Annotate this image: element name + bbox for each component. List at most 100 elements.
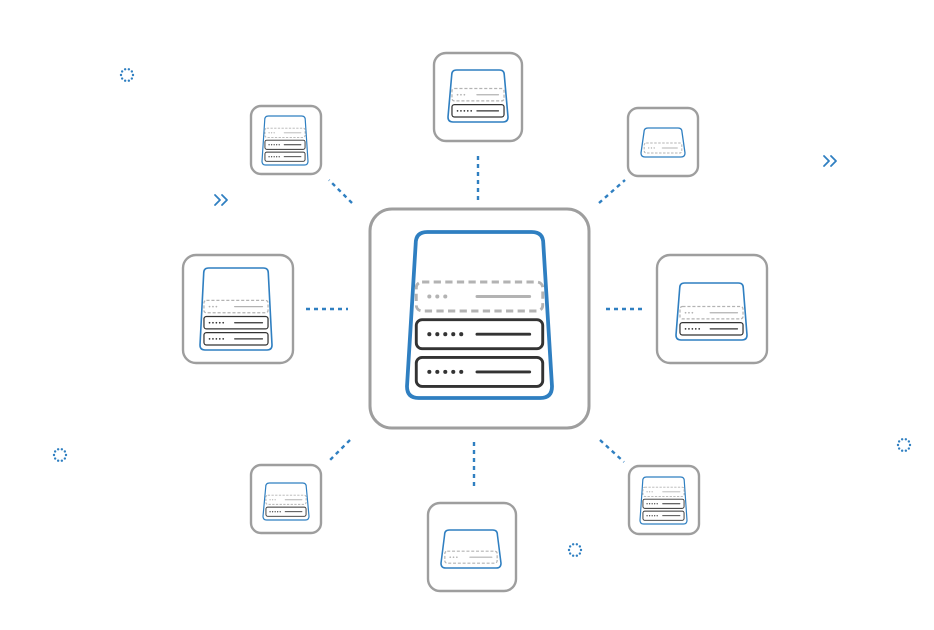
disk-led <box>651 503 653 505</box>
disk-led <box>684 327 687 330</box>
disk-led <box>459 332 464 337</box>
nodes <box>181 51 769 593</box>
central-server <box>368 207 591 430</box>
node-top <box>432 51 524 143</box>
disk-led <box>222 337 225 340</box>
disk-led <box>278 156 280 158</box>
disk-led <box>273 144 275 146</box>
disk-led <box>651 491 653 493</box>
spinner-dot <box>63 457 67 460</box>
spinner-dot <box>64 453 68 457</box>
spinner-icon <box>896 438 912 452</box>
disk-led <box>460 109 462 112</box>
disk-led <box>460 93 462 96</box>
disk-led <box>656 515 658 517</box>
connector-line <box>328 179 353 204</box>
spinner-dot <box>56 448 60 451</box>
spinner-dot <box>579 548 583 552</box>
disk-led <box>269 511 271 513</box>
disk-led <box>451 332 456 337</box>
disk-led <box>456 556 458 559</box>
disk-led <box>653 147 655 149</box>
disk-led <box>654 503 656 505</box>
node-top-left <box>249 104 323 176</box>
disk-led <box>684 311 687 314</box>
connector-line <box>327 439 351 463</box>
disk-led <box>646 515 648 517</box>
spinner-dot <box>131 73 135 77</box>
spinner-icon <box>567 543 583 557</box>
disk-led <box>212 337 214 340</box>
disk-led <box>271 499 274 501</box>
disk-led <box>268 132 270 134</box>
disk-led <box>277 511 279 513</box>
chevron <box>214 194 221 206</box>
disk-led <box>651 515 653 517</box>
disk-led <box>449 556 452 559</box>
spinner-dot <box>571 543 575 546</box>
spinner-dot <box>120 77 124 80</box>
spinner-dot <box>60 448 64 451</box>
spinner-dot <box>56 459 60 462</box>
disk-led <box>648 515 651 517</box>
disk-led <box>694 327 697 330</box>
chevron <box>823 155 830 167</box>
spinner-dot <box>907 440 911 443</box>
spinner-dot <box>904 449 908 452</box>
disk-led <box>650 147 653 149</box>
disk-led <box>208 321 211 324</box>
spinner-dot <box>60 459 64 462</box>
spinner-dot <box>53 457 57 460</box>
disk-led <box>654 515 656 517</box>
disk-led <box>271 511 274 513</box>
disk-led <box>435 332 440 337</box>
disk-led <box>268 144 270 146</box>
spinner-dot <box>571 554 575 557</box>
disk-led <box>274 499 276 501</box>
disk-led <box>212 305 214 308</box>
node-bottom-left <box>249 463 323 535</box>
disk-led <box>427 369 432 374</box>
disk-led <box>648 503 651 505</box>
disk-led <box>452 556 455 559</box>
disk-led <box>270 156 273 158</box>
chevrons-right-icon <box>823 155 837 167</box>
disk-led <box>443 294 448 299</box>
disk-led <box>215 337 218 340</box>
disk-led <box>656 503 658 505</box>
disk-led <box>451 369 456 374</box>
disk-led <box>648 147 650 149</box>
spinner-icon <box>52 448 68 462</box>
chevron <box>221 194 228 206</box>
spinner-dot <box>568 552 572 555</box>
disk-led <box>278 144 280 146</box>
disk-led <box>688 311 690 314</box>
spinner-dot <box>568 545 572 548</box>
spinner-dot <box>578 545 582 548</box>
disk-led <box>456 109 459 112</box>
disk-led <box>459 369 464 374</box>
disk-led <box>427 332 432 337</box>
disk-led <box>218 337 221 340</box>
chevrons-right-icon <box>214 194 228 206</box>
disk-led <box>269 499 271 501</box>
spinner-dot <box>575 543 579 546</box>
disk-led <box>470 109 473 112</box>
spinner-dot <box>567 548 571 552</box>
spinner-dot <box>53 450 57 453</box>
spinner-dot <box>896 443 900 447</box>
spinner-dot <box>123 68 127 71</box>
spinner-dot <box>907 447 911 450</box>
disk-led <box>443 332 448 337</box>
disk-led <box>208 337 211 340</box>
disk-led <box>215 305 218 308</box>
spinner-dot <box>127 79 131 82</box>
spinner-dot <box>904 438 908 441</box>
disk-led <box>688 327 690 330</box>
spinner-dot <box>120 70 124 73</box>
disk-led <box>648 491 651 493</box>
disk-led <box>646 491 648 493</box>
disk-led <box>268 156 270 158</box>
spinner-dot <box>908 443 912 447</box>
spinner-dot <box>130 77 134 80</box>
